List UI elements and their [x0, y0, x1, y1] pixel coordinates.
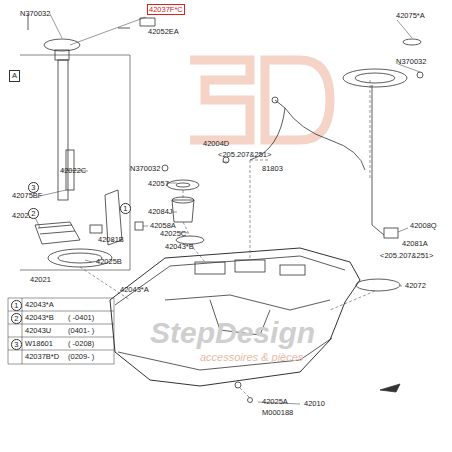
node-text: 1: [123, 205, 127, 213]
part-number: 42010: [304, 400, 325, 408]
table-cell: ( -0208): [68, 340, 94, 348]
part-number: 42052EA: [148, 28, 179, 36]
table-cell: (0209- ): [68, 353, 94, 361]
callout-circle: 3: [11, 339, 22, 350]
callout-circle: 1: [11, 300, 22, 311]
node-text: A: [12, 72, 17, 80]
part-number: 42043*B: [165, 243, 194, 251]
highlighted-part: 42037F*C: [147, 4, 185, 15]
table-cell: 42043*B: [25, 314, 54, 322]
part-number: 42072: [405, 282, 426, 290]
table-cell: 42043U: [25, 327, 51, 335]
watermark: StepDesign: [150, 318, 315, 348]
part-number: 42008Q: [410, 222, 437, 230]
callout-circle: 2: [28, 208, 39, 219]
part-number: 42025A: [262, 398, 288, 406]
node-text: 42037F*C: [149, 6, 183, 14]
node-text: 1: [14, 302, 18, 310]
part-number: 42025B: [96, 258, 122, 266]
table-cell: ( -0401): [68, 314, 94, 322]
part-number: 42081A: [402, 240, 428, 248]
table-cell: (0401- ): [68, 327, 94, 335]
part-number: 42022C: [60, 167, 86, 175]
callout-circle: 3: [28, 182, 39, 193]
node-text: 2: [31, 210, 35, 218]
part-number: 42081B: [98, 236, 124, 244]
node-text: 2: [14, 315, 18, 323]
part-number: 42025C: [160, 230, 186, 238]
part-number: 42084J: [148, 208, 173, 216]
part-number: 42075BF: [12, 192, 42, 200]
table-cell: 42043*A: [25, 301, 54, 309]
part-number: 42043*A: [120, 286, 149, 294]
watermark: accessoires & pièces: [200, 352, 303, 363]
part-number: M000188: [262, 409, 293, 417]
part-number: 42057: [148, 180, 169, 188]
part-number: <205.207&251>: [218, 151, 271, 159]
part-number: 42021: [30, 276, 51, 284]
node-text: 3: [14, 341, 18, 349]
part-number: 42058A: [150, 222, 176, 230]
callout-circle: 2: [11, 313, 22, 324]
callout-circle: 1: [120, 203, 131, 214]
part-number: 42004D: [203, 140, 229, 148]
part-number: N370032: [396, 58, 426, 66]
part-number: N370032: [20, 10, 50, 18]
watermark-logo: [190, 60, 330, 140]
part-number: 81803: [262, 165, 283, 173]
table-cell: 42037B*D: [25, 353, 59, 361]
table-cell: W18601: [25, 340, 53, 348]
reference-box: A: [9, 70, 20, 82]
part-number: 42075*A: [396, 12, 425, 20]
part-number: <205.207&251>: [380, 252, 433, 260]
node-text: 3: [31, 184, 35, 192]
part-number: N370032: [130, 165, 160, 173]
